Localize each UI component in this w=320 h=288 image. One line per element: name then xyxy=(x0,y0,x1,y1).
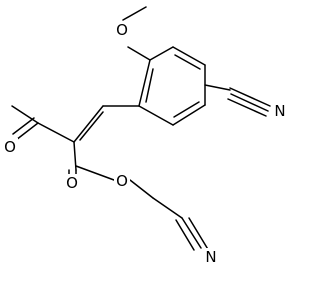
ring-bond-6-inner xyxy=(145,68,154,103)
ring-bond-4-inner xyxy=(173,101,200,118)
bond-methoxy-methyl xyxy=(122,6,147,21)
bond-aryl-triple-3 xyxy=(227,98,267,117)
atom-alkyl-nitrile-nitrogen: N xyxy=(205,248,216,266)
ring-bond-1 xyxy=(149,46,174,61)
bond-alkene xyxy=(73,105,104,143)
ring-bond-4 xyxy=(172,104,206,126)
ring-bond-6 xyxy=(138,59,151,107)
molecule-diagram: O N O O O N xyxy=(4,6,286,266)
bond-ketone-double-1 xyxy=(15,122,39,141)
ring-bond-5 xyxy=(138,105,174,126)
bond-alkene-inner xyxy=(79,111,104,141)
bond-aryl-triple-2 xyxy=(230,93,269,112)
ring-bond-2 xyxy=(172,46,206,66)
bond-ether-ch2 xyxy=(129,179,154,199)
bond-ring-nitrile-carbon xyxy=(204,84,231,91)
atom-aryl-nitrile-nitrogen: N xyxy=(274,102,285,120)
bond-methoxy-ring xyxy=(127,46,151,61)
ring-bond-2-inner xyxy=(174,54,201,70)
bond-ketone-methyl xyxy=(11,105,39,124)
bond-alkyl-triple-1 xyxy=(181,217,202,249)
bond-ketone-double-2 xyxy=(12,117,35,135)
bond-alkyl-triple-2 xyxy=(188,217,210,252)
bond-alkyl-triple-3 xyxy=(175,219,195,251)
bond-aryl-triple-1 xyxy=(229,87,271,107)
atom-ketone-oxygen: O xyxy=(4,138,16,156)
atom-ester-ether-oxygen: O xyxy=(116,172,128,190)
bond-alpha-ketone-carbon xyxy=(37,122,75,143)
atom-methoxy-oxygen: O xyxy=(116,21,128,39)
bond-ch2-ch2 xyxy=(152,197,183,219)
bond-ester-ether xyxy=(75,165,115,181)
atom-ester-carbonyl-oxygen: O xyxy=(66,174,78,192)
